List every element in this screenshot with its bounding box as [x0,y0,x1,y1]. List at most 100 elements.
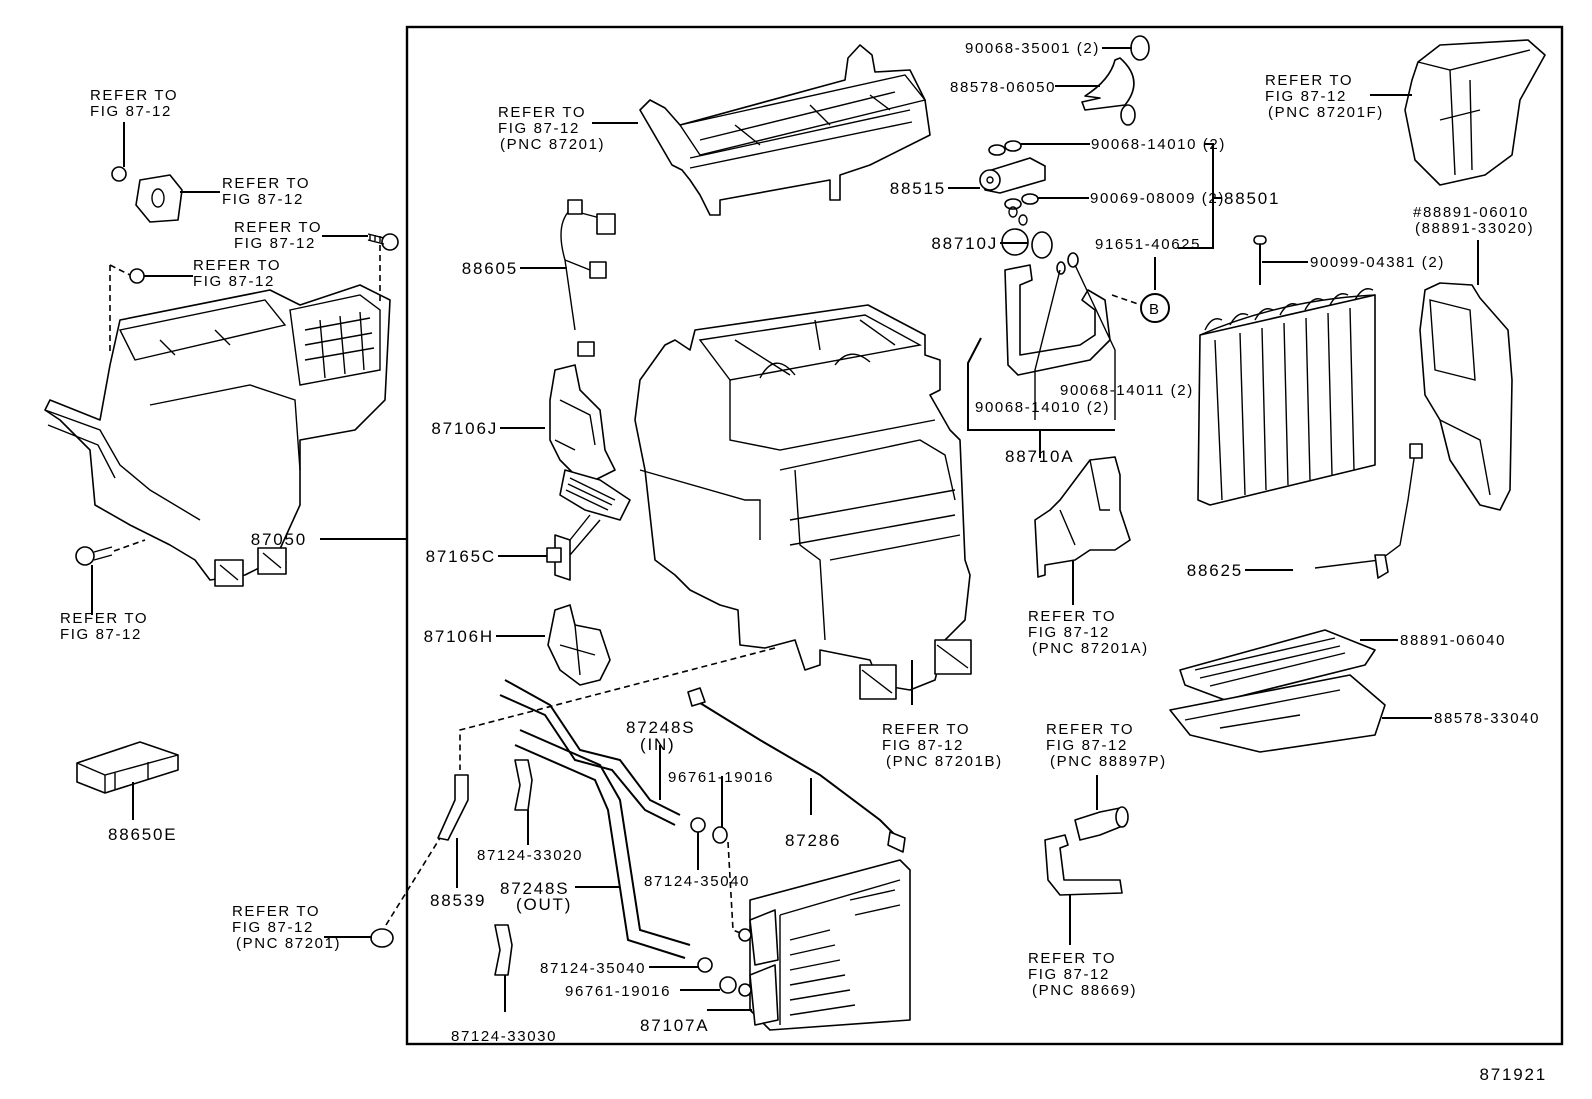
label-90068-14010-bottom: 90068-14010 (2) [975,399,1110,416]
svg-text:87248S: 87248S [500,879,569,898]
clamp-87124-33030[interactable] [494,924,513,976]
resistor-87165c[interactable] [546,469,631,581]
heater-case[interactable] [634,304,972,700]
drain-hose-88539[interactable] [437,774,469,841]
clip-icon [129,268,145,284]
label-88650e: 88650E [108,825,177,844]
screw-bottom-icon [75,539,146,566]
svg-text:FIG 87-12: FIG 87-12 [1028,966,1110,983]
label-88501: 88501 [1224,189,1280,208]
svg-text:FIG 87-12: FIG 87-12 [222,191,304,208]
figure-number: 871921 [1479,1065,1547,1084]
svg-text:FIG 87-12: FIG 87-12 [193,273,275,290]
svg-text:REFER TO: REFER TO [232,903,320,920]
evaporator-88501[interactable] [1197,288,1376,506]
label-91651-40625: 91651-40625 [1095,236,1201,253]
svg-text:FIG 87-12: FIG 87-12 [1265,88,1347,105]
svg-text:FIG 87-12: FIG 87-12 [1046,737,1128,754]
bolt-90099-04381[interactable] [1253,235,1267,285]
label-88578-33040: 88578-33040 [1434,710,1540,727]
svg-text:REFER TO: REFER TO [1028,608,1116,625]
svg-text:REFER TO: REFER TO [222,175,310,192]
label-90068-14011: 90068-14011 (2) [1060,382,1194,399]
clamp-35040-bottom-icon [697,957,713,973]
oring-90069-08009-icon [1021,193,1039,205]
callout-refer-duct-f: REFER TO FIG 87-12 (PNC 87201F) [1265,72,1384,121]
heater-core-87107a[interactable] [738,859,911,1031]
svg-text:(PNC 87201): (PNC 87201) [500,136,605,153]
label-96761-19016-bottom: 96761-19016 [565,983,671,1000]
screw-top-icon [367,233,399,251]
callout-refer-clip: REFER TO FIG 87-12 [193,257,279,290]
oring-bottom-icon [719,976,737,994]
label-88710a: 88710A [1005,447,1074,466]
water-valve-88897p[interactable] [1074,806,1129,841]
callout-refer-duct-a: REFER TO FIG 87-12 (PNC 87201A) [1028,608,1149,657]
clamp-35040-top-icon [690,817,706,833]
servo-motor-87106h[interactable] [547,604,611,686]
cover-88578-06050[interactable] [1081,57,1136,126]
label-88515: 88515 [890,179,946,198]
label-90068-35001: 90068-35001 (2) [965,40,1100,57]
wire-harness-88605[interactable] [560,199,616,357]
svg-text:(PNC 87201A): (PNC 87201A) [1032,640,1149,657]
callout-refer-hose-669: REFER TO FIG 87-12 (PNC 88669) [1028,950,1137,999]
label-90068-14010-top: 90068-14010 (2) [1091,136,1226,153]
svg-text:(OUT): (OUT) [516,895,572,914]
label-90099-04381: 90099-04381 (2) [1310,254,1445,271]
unit-assembly-87050[interactable] [44,245,391,587]
amplifier-88650e[interactable] [76,741,179,794]
label-87107a: 87107A [640,1016,709,1035]
oring-top-icon [712,826,728,844]
seal-88891-06010[interactable] [1419,282,1513,511]
hose-87248s-out[interactable] [514,729,691,959]
duct-87201f[interactable] [1404,39,1546,186]
label-90069-08009: 90069-08009 (2) [1090,190,1225,207]
expansion-valve-88515[interactable] [979,157,1046,194]
label-87286: 87286 [785,831,841,850]
svg-text:REFER TO: REFER TO [60,610,148,627]
control-cable-87286[interactable] [687,687,906,853]
svg-text:(PNC 87201B): (PNC 87201B) [886,753,1003,770]
svg-text:(IN): (IN) [640,735,676,754]
oring-90068-14010-icon [1004,140,1022,152]
svg-text:REFER TO: REFER TO [90,87,178,104]
label-88539: 88539 [430,891,486,910]
case-88578-33040[interactable] [1169,674,1386,753]
callout-refer-case-top: REFER TO FIG 87-12 (PNC 87201) [498,104,605,153]
label-87124-35040-bottom: 87124-35040 [540,960,646,977]
diagram-frame [405,25,1564,1046]
svg-text:FIG 87-12: FIG 87-12 [90,103,172,120]
servo-motor-87106j[interactable] [549,364,616,481]
hose-87248s-in[interactable] [499,679,681,826]
label-88891-33020: (88891-33020) [1415,220,1534,237]
callout-refer-nut-top: REFER TO FIG 87-12 [90,87,178,120]
svg-text:FIG 87-12: FIG 87-12 [882,737,964,754]
hose-88669[interactable] [1044,834,1123,896]
tube-88710a[interactable] [1004,264,1111,376]
svg-text:(PNC 88897P): (PNC 88897P) [1050,753,1167,770]
label-88625: 88625 [1187,561,1243,580]
label-87124-33030: 87124-33030 [451,1028,557,1045]
svg-text:FIG 87-12: FIG 87-12 [234,235,316,252]
svg-text:REFER TO: REFER TO [498,104,586,121]
label-reference-b: B [1149,301,1161,318]
reference-b-circle [1140,293,1170,323]
filter-88891-06040[interactable] [1179,629,1376,701]
clamp-87124-33020[interactable] [514,759,533,811]
duct-87201a[interactable] [1034,456,1131,578]
callout-refer-valve-p: REFER TO FIG 87-12 (PNC 88897P) [1046,721,1167,770]
svg-text:(PNC 87201F): (PNC 87201F) [1268,104,1384,121]
svg-text:FIG 87-12: FIG 87-12 [498,120,580,137]
svg-text:(PNC 88669): (PNC 88669) [1032,982,1137,999]
svg-text:FIG 87-12: FIG 87-12 [232,919,314,936]
svg-text:FIG 87-12: FIG 87-12 [60,626,142,643]
case-upper[interactable] [639,44,931,216]
receiver-88710j[interactable] [1001,206,1053,259]
label-87124-33020: 87124-33020 [477,847,583,864]
thermistor-88625[interactable] [1314,443,1423,579]
svg-text:REFER TO: REFER TO [882,721,970,738]
label-88710j: 88710J [931,234,998,253]
callout-refer-plate: REFER TO FIG 87-12 [222,175,310,208]
clamp-90068-35001[interactable] [1130,35,1150,61]
